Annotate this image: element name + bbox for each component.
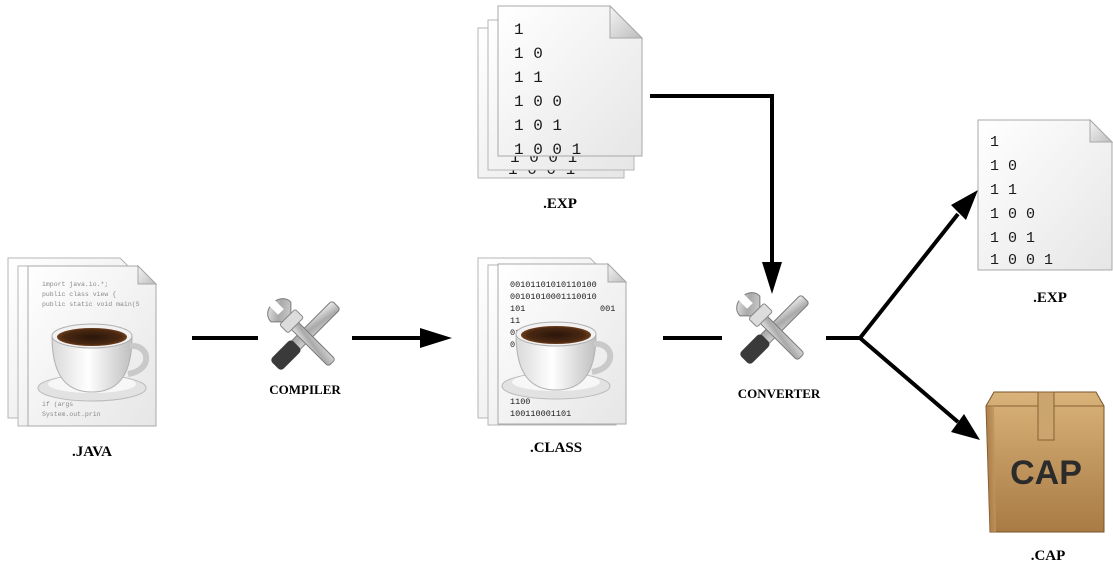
java-code-line-3: public static void main(S	[42, 301, 140, 308]
class-file-stack-icon: 00101101010110100 00101010001110010 101 …	[477, 257, 628, 426]
cap-package-icon: CAP	[985, 391, 1105, 533]
label-converter: CONVERTER	[738, 386, 821, 401]
cap-box-text: CAP	[1010, 454, 1082, 492]
class-bits-row-1: 00101101010110100	[510, 280, 597, 290]
exp-file-icon: 1 1 0 1 1 1 0 0 1 0 1 1 0 0 1	[977, 118, 1113, 271]
class-bits-row-9: 1100	[510, 397, 530, 407]
java-code-line-2: public class view {	[42, 291, 116, 298]
arrow-branch-to-exp	[858, 212, 960, 340]
class-bits-row-10: 100110001101	[510, 409, 571, 419]
exp-in-row-4: 1 0 0	[514, 93, 562, 111]
exp-in-row-2: 1 0	[514, 45, 543, 63]
exp-file-stack-icon: 1 0 0 1 1 0 0 1 1 1 0 1 1 1 0 0 1 0 1 1 …	[477, 4, 644, 179]
class-bits-row-5: 11	[510, 316, 520, 326]
exp-out-row-4: 1 0 0	[990, 206, 1035, 223]
class-bits-row-7: 0	[510, 340, 515, 350]
java-code-line-1: import java.io.*;	[42, 281, 108, 288]
connectors	[192, 94, 980, 440]
class-bits-row-4: 001	[600, 304, 615, 314]
class-bits-row-6: 01	[510, 328, 520, 338]
label-class: .CLASS	[530, 440, 582, 456]
class-bits-row-3: 101	[510, 304, 525, 314]
arrowhead-class	[420, 328, 452, 348]
exp-out-row-3: 1 1	[990, 182, 1017, 199]
label-exp-out: .EXP	[1033, 290, 1067, 306]
exp-out-row-6: 1 0 0 1	[990, 252, 1053, 269]
exp-in-row-6: 1 0 0 1	[514, 141, 581, 159]
label-java: .JAVA	[72, 444, 112, 460]
label-compiler: COMPILER	[269, 382, 341, 397]
label-exp-in: .EXP	[543, 196, 577, 212]
exp-out-row-5: 1 0 1	[990, 230, 1035, 247]
java-code-line-5: System.out.prin	[42, 411, 101, 418]
label-cap: .CAP	[1031, 548, 1066, 564]
class-bits-row-2: 00101010001110010	[510, 292, 597, 302]
coffee-cup-icon	[501, 321, 614, 400]
exp-in-row-5: 1 0 1	[514, 117, 562, 135]
java-code-line-4: if (args	[42, 401, 73, 408]
exp-in-row-1: 1	[514, 21, 524, 39]
exp-out-row-2: 1 0	[990, 158, 1017, 175]
exp-in-row-3: 1 1	[514, 69, 543, 87]
arrowhead-exp-out	[951, 190, 978, 220]
compiler-tools-icon	[267, 298, 340, 370]
coffee-cup-icon	[37, 323, 150, 402]
converter-tools-icon	[736, 292, 809, 364]
exp-out-row-1: 1	[990, 134, 999, 151]
java-file-stack-icon: import java.io.*; public class view { pu…	[7, 257, 158, 427]
arrow-branch-to-cap	[858, 336, 960, 424]
arrowhead-converter	[762, 262, 782, 294]
arrowhead-cap	[951, 414, 980, 440]
arrow-exp-to-converter	[650, 94, 774, 262]
